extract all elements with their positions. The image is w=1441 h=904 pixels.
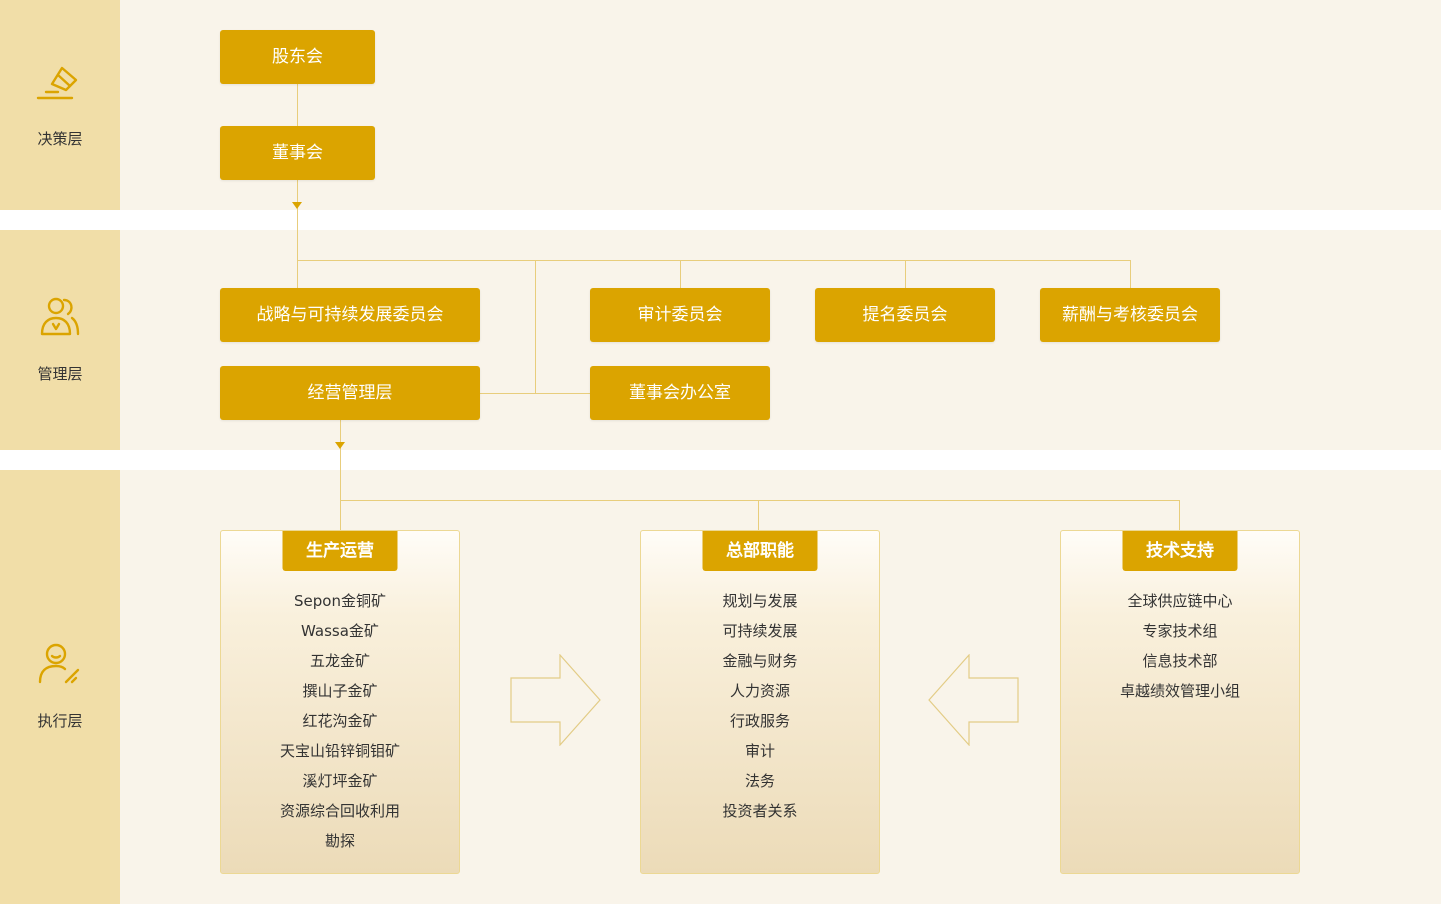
connector-line bbox=[680, 260, 681, 288]
list-item: 金融与财务 bbox=[722, 652, 798, 670]
execution-layer-label-panel bbox=[0, 470, 120, 904]
connector-line bbox=[340, 420, 341, 530]
list-item: 五龙金矿 bbox=[309, 652, 370, 670]
list-item: 专家技术组 bbox=[1142, 622, 1218, 640]
connector-line bbox=[340, 500, 1180, 501]
list-item: 信息技术部 bbox=[1142, 652, 1218, 670]
list-item: 卓越绩效管理小组 bbox=[1119, 682, 1240, 700]
board-office-box: 董事会办公室 bbox=[590, 366, 770, 420]
shareholders-meeting-box: 股东会 bbox=[220, 30, 375, 84]
list-item: 行政服务 bbox=[729, 712, 790, 730]
connector-line bbox=[1130, 260, 1131, 288]
arrow-down-icon bbox=[292, 202, 302, 209]
board-of-directors-box: 董事会 bbox=[220, 126, 375, 180]
executive-management-box: 经营管理层 bbox=[220, 366, 480, 420]
strategy-committee-box: 战略与可持续发展委员会 bbox=[220, 288, 480, 342]
arrow-right-icon bbox=[510, 654, 601, 746]
connector-line bbox=[297, 84, 298, 126]
list-item: 投资者关系 bbox=[722, 802, 798, 820]
audit-committee-box: 审计委员会 bbox=[590, 288, 770, 342]
technical-support-panel: 技术支持 全球供应链中心 专家技术组 信息技术部 卓越绩效管理小组 bbox=[1060, 530, 1300, 874]
list-item: 撰山子金矿 bbox=[302, 682, 378, 700]
panel-list: Sepon金铜矿 Wassa金矿 五龙金矿 撰山子金矿 红花沟金矿 天宝山铅锌铜… bbox=[221, 586, 459, 856]
decision-layer-band: 决策层 bbox=[0, 0, 1441, 210]
production-operations-panel: 生产运营 Sepon金铜矿 Wassa金矿 五龙金矿 撰山子金矿 红花沟金矿 天… bbox=[220, 530, 460, 874]
gavel-icon bbox=[36, 66, 78, 100]
list-item: 勘探 bbox=[324, 832, 355, 850]
list-item: 规划与发展 bbox=[722, 592, 798, 610]
execution-layer-title: 执行层 bbox=[37, 712, 83, 730]
list-item: Wassa金矿 bbox=[301, 622, 379, 640]
panel-title: 总部职能 bbox=[702, 531, 818, 571]
connector-line bbox=[1179, 500, 1180, 530]
connector-line bbox=[297, 260, 1131, 261]
management-layer-title: 管理层 bbox=[37, 365, 83, 383]
nomination-committee-box: 提名委员会 bbox=[815, 288, 995, 342]
list-item: 溪灯坪金矿 bbox=[302, 772, 378, 790]
headquarters-functions-panel: 总部职能 规划与发展 可持续发展 金融与财务 人力资源 行政服务 审计 法务 投… bbox=[640, 530, 880, 874]
remuneration-committee-box: 薪酬与考核委员会 bbox=[1040, 288, 1220, 342]
connector-line bbox=[535, 260, 536, 393]
panel-list: 全球供应链中心 专家技术组 信息技术部 卓越绩效管理小组 bbox=[1061, 586, 1299, 706]
users-icon bbox=[40, 297, 80, 336]
connector-line bbox=[297, 180, 298, 288]
panel-list: 规划与发展 可持续发展 金融与财务 人力资源 行政服务 审计 法务 投资者关系 bbox=[641, 586, 879, 826]
list-item: 全球供应链中心 bbox=[1127, 592, 1233, 610]
decision-layer-title: 决策层 bbox=[37, 130, 83, 148]
list-item: 可持续发展 bbox=[722, 622, 798, 640]
arrow-left-icon bbox=[928, 654, 1019, 746]
arrow-down-icon bbox=[335, 442, 345, 449]
list-item: 红花沟金矿 bbox=[302, 712, 378, 730]
panel-title: 技术支持 bbox=[1122, 531, 1238, 571]
list-item: 人力资源 bbox=[729, 682, 790, 700]
list-item: Sepon金铜矿 bbox=[294, 592, 386, 610]
decision-layer-label-panel bbox=[0, 0, 120, 210]
list-item: 天宝山铅锌铜钼矿 bbox=[279, 742, 400, 760]
list-item: 审计 bbox=[744, 742, 775, 760]
panel-title: 生产运营 bbox=[282, 531, 398, 571]
user-pen-icon bbox=[38, 643, 80, 684]
connector-line bbox=[480, 393, 590, 394]
management-layer-label-panel bbox=[0, 230, 120, 450]
connector-line bbox=[905, 260, 906, 288]
list-item: 资源综合回收利用 bbox=[279, 802, 400, 820]
list-item: 法务 bbox=[744, 772, 775, 790]
connector-line bbox=[758, 500, 759, 530]
